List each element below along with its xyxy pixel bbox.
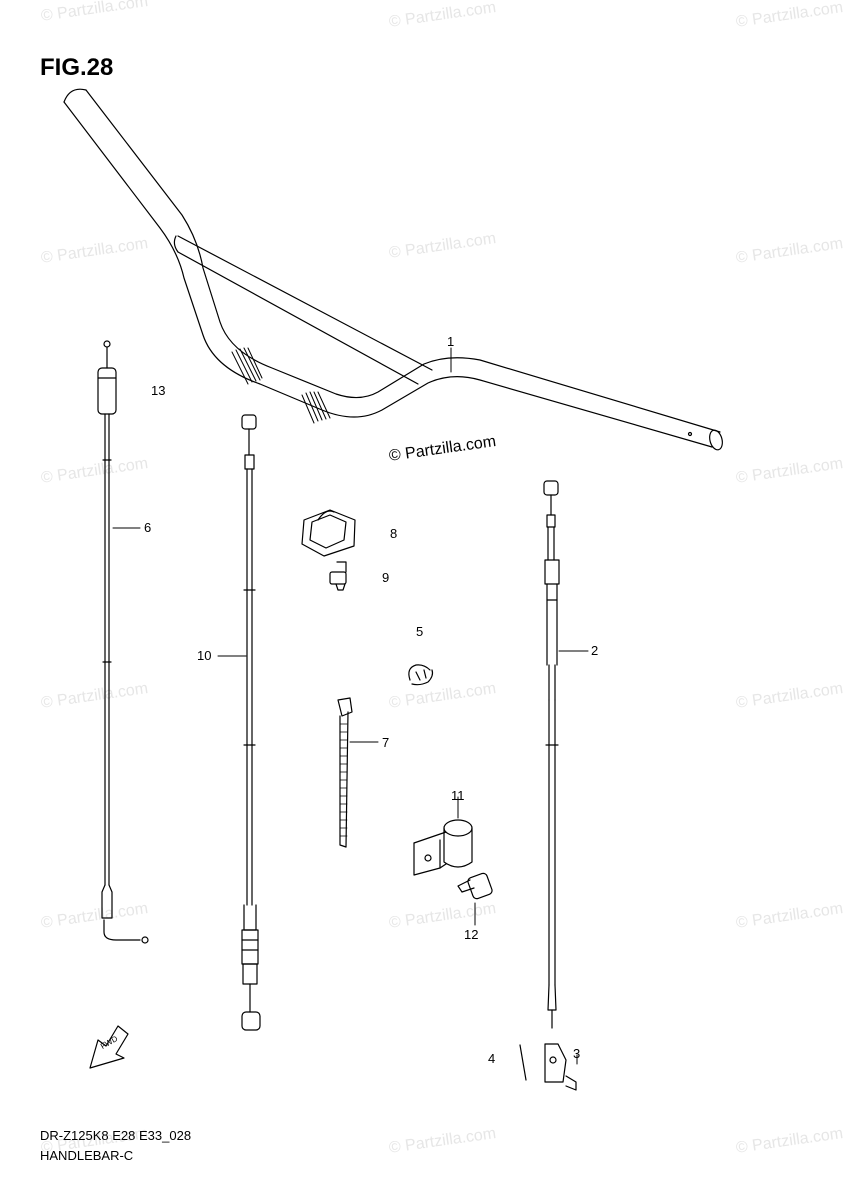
figure-title: FIG.28 [40, 54, 114, 81]
callout-4[interactable]: 4 [488, 1051, 496, 1066]
cable-tie-part-7[interactable] [337, 697, 353, 848]
bolt-part-12[interactable] [457, 872, 493, 900]
fwd-arrow-icon [89, 1025, 129, 1069]
callout-2[interactable]: 2 [591, 643, 599, 658]
callout-10[interactable]: 10 [197, 648, 212, 663]
throttle-cable-part-6[interactable] [97, 340, 149, 944]
callout-12[interactable]: 12 [464, 927, 479, 942]
cable-part-2[interactable] [519, 480, 577, 1091]
cable-part-10[interactable] [241, 414, 261, 1031]
callout-5[interactable]: 5 [416, 624, 424, 639]
bracket-part-11[interactable] [413, 819, 473, 876]
bolt-part-9[interactable] [329, 561, 347, 591]
callout-9[interactable]: 9 [382, 570, 390, 585]
callout-7[interactable]: 7 [382, 735, 390, 750]
callout-13[interactable]: 13 [151, 383, 166, 398]
callout-3[interactable]: 3 [573, 1046, 581, 1061]
handlebar-part-1[interactable] [63, 88, 724, 451]
callout-8[interactable]: 8 [390, 526, 398, 541]
callout-1[interactable]: 1 [447, 334, 455, 349]
model-code: DR-Z125K8 E28 E33_028 [40, 1128, 192, 1143]
section-name: HANDLEBAR-C [40, 1148, 134, 1163]
leader-lines [112, 347, 589, 1065]
callout-11[interactable]: 11 [451, 788, 465, 803]
clip-part-5[interactable] [408, 664, 434, 686]
clamp-part-8[interactable] [301, 509, 356, 557]
callout-6[interactable]: 6 [144, 520, 152, 535]
